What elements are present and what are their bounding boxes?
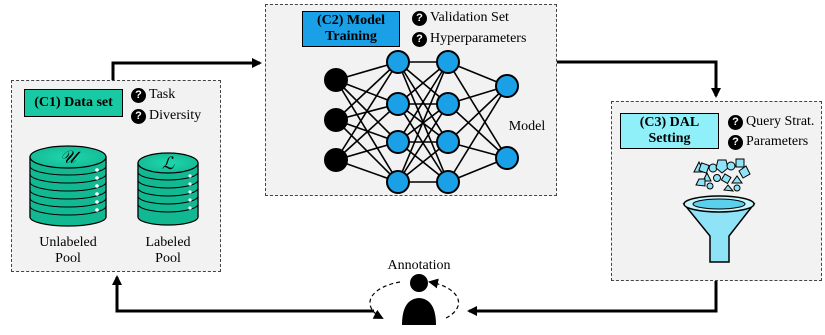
nn-node-layer-2 [436,50,460,74]
question-icon: ? [412,10,427,26]
labeled-symbol: ℒ [161,154,175,173]
nn-node-layer-0 [324,108,348,132]
nn-edge [335,103,399,161]
neural-network-icon [324,50,519,194]
dal-setting-title-2: Setting [648,131,691,146]
nn-edge [447,85,508,183]
arrow-data-to-training [111,58,262,80]
dal-setting-tag: (C3) DAL Setting [620,113,719,149]
dal-question-query-strat: ?Query Strat. [728,114,814,130]
model-training-title-2: Training [325,29,377,44]
nn-node-layer-2 [436,130,460,154]
arrow-dal-to-annotation [467,281,718,316]
dal-question-parameters: ?Parameters [728,134,808,150]
nn-node-layer-3 [495,74,519,98]
nn-edge [335,61,399,121]
model-training-tag: (C2) Model Training [302,11,400,47]
model-training-title-1: (C2) Model [316,13,386,28]
question-icon: ? [412,31,427,47]
person-icon [402,274,436,325]
nn-node-layer-0 [324,68,348,92]
labeled-pool-database-icon [137,152,199,226]
unlabeled-symbol: 𝒰 [59,147,77,167]
nn-node-layer-1 [386,130,410,154]
question-icon: ? [131,87,146,103]
data-set-tag: (C1) Data set [24,89,123,117]
nn-node-layer-0 [324,148,348,172]
unlabeled-pool-label: Unlabeled Pool [39,235,97,266]
data-set-title: (C1) Data set [34,95,113,110]
question-icon: ? [728,114,743,130]
nn-edge [397,103,449,183]
labeled-pool-label: Labeled Pool [145,235,191,266]
annotation-cycle-icon [369,278,460,319]
unlabeled-pool-database-icon [29,145,107,227]
nn-edge [397,61,449,183]
funnel-icon [682,158,756,263]
question-icon: ? [728,134,743,150]
nn-edge [335,61,399,161]
training-question-validation: ?Validation Set [412,10,509,26]
nn-edge [447,85,508,143]
nn-node-layer-1 [386,92,410,116]
nn-edge [447,103,508,159]
data-set-question-diversity: ?Diversity [131,108,201,124]
question-icon: ? [131,108,146,124]
data-set-question-task: ?Task [131,87,175,103]
nn-node-layer-3 [495,146,519,170]
model-label: Model [508,119,546,134]
dal-setting-title-1: (C3) DAL [639,115,700,130]
nn-edge [447,61,508,159]
nn-node-layer-1 [386,50,410,74]
nn-node-layer-1 [386,170,410,194]
arrow-training-to-dal [557,60,721,98]
training-question-hyperparameters: ?Hyperparameters [412,31,526,47]
nn-node-layer-2 [436,170,460,194]
arrow-annotation-to-data [112,275,374,313]
nn-edge [397,61,449,143]
nn-node-layer-2 [436,92,460,116]
annotation-label: Annotation [387,258,451,273]
